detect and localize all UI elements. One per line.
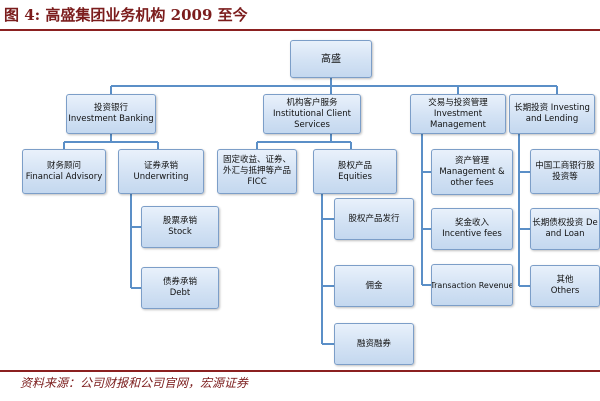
node-trading-investment-management: 交易与投资管理 Investment Management [410,94,506,134]
node-debt-loan: 长期债权投资 De and Loan [530,208,600,250]
node-label-cn: 投资等 [552,171,578,182]
node-label-en: Institutional Client [273,108,351,119]
node-investment-banking: 投资银行 Investment Banking [66,94,156,134]
node-label: 佣金 [365,280,383,291]
node-label-en: FICC [247,177,267,187]
node-label-en: Services [294,119,330,130]
node-ficc: 固定收益、证券、 外汇与抵押等产品 FICC [217,149,297,194]
node-goldman-sachs: 高盛 [290,40,372,78]
node-label-en: Equities [338,171,372,182]
node-label: Transaction Revenue [431,280,513,290]
node-institutional-client-services: 机构客户服务 Institutional Client Services [263,94,361,134]
node-others: 其他 Others [530,265,600,307]
node-label-cn: 其他 [556,275,574,285]
node-label-en: other fees [450,177,494,188]
node-label-en: Underwriting [133,171,189,182]
node-label-cn: 投资银行 [93,103,128,113]
node-investing-lending: 长期投资 Investing and Lending [509,94,595,134]
node-equity-issuance: 股权产品发行 [334,198,414,240]
node-debt-underwriting: 债券承销 Debt [141,267,219,309]
source-note: 资料来源：公司财报和公司官网，宏源证券 [20,376,249,390]
node-label: 长期债权投资 De [532,218,598,228]
node-label: and Loan [545,229,585,239]
node-commission: 佣金 [334,265,414,307]
node-equities: 股权产品 Equities [313,149,397,194]
node-label-cn: 债券承销 [162,277,197,287]
node-label: 股权产品发行 [348,213,400,224]
node-label-cn: 证券承销 [143,160,178,171]
node-label-cn: 交易与投资管理 [428,97,488,108]
node-label-cn: 中国工商银行股 [535,160,595,171]
node-label: 长期投资 Investing [514,103,590,113]
node-underwriting: 证券承销 Underwriting [118,149,204,194]
node-label-en: Management [430,119,486,130]
node-label-cn: 资产管理 [454,155,489,166]
title-divider [0,29,600,31]
node-label-en: Investment [433,108,483,119]
node-transaction-revenue: Transaction Revenue [431,264,513,306]
node-label-en: Stock [168,227,192,237]
node-label-en: Management & [439,166,505,177]
figure-title: 图 4: 高盛集团业务机构 2009 至今 [4,6,248,24]
node-label-en: Debt [169,288,191,298]
node-label-cn: 股权产品 [337,160,372,171]
node-label: and Lending [525,114,579,124]
source-divider [0,370,600,372]
node-stock-underwriting: 股票承销 Stock [141,206,219,248]
node-label-cn: 外汇与抵押等产品 [222,166,291,176]
node-margin-trading: 融资融券 [334,323,414,365]
node-incentive-fees: 奖金收入 Incentive fees [431,208,513,250]
node-label-cn: 财务顾问 [46,160,81,171]
node-label-cn: 固定收益、证券、 [222,155,291,165]
node-label-cn: 股票承销 [162,216,197,226]
node-label-en: Financial Advisory [25,171,103,182]
node-asset-management: 资产管理 Management & other fees [431,149,513,195]
node-label-en: Others [550,286,580,296]
node-label-cn: 奖金收入 [454,218,489,228]
node-financial-advisory: 财务顾问 Financial Advisory [22,149,106,194]
node-icbc-investment: 中国工商银行股 投资等 [530,149,600,194]
node-label: 融资融券 [356,338,391,349]
node-label-en: Investment Banking [68,114,154,124]
node-label-cn: 机构客户服务 [286,97,338,108]
node-label-en: Incentive fees [442,229,502,239]
node-label: 高盛 [321,53,341,65]
